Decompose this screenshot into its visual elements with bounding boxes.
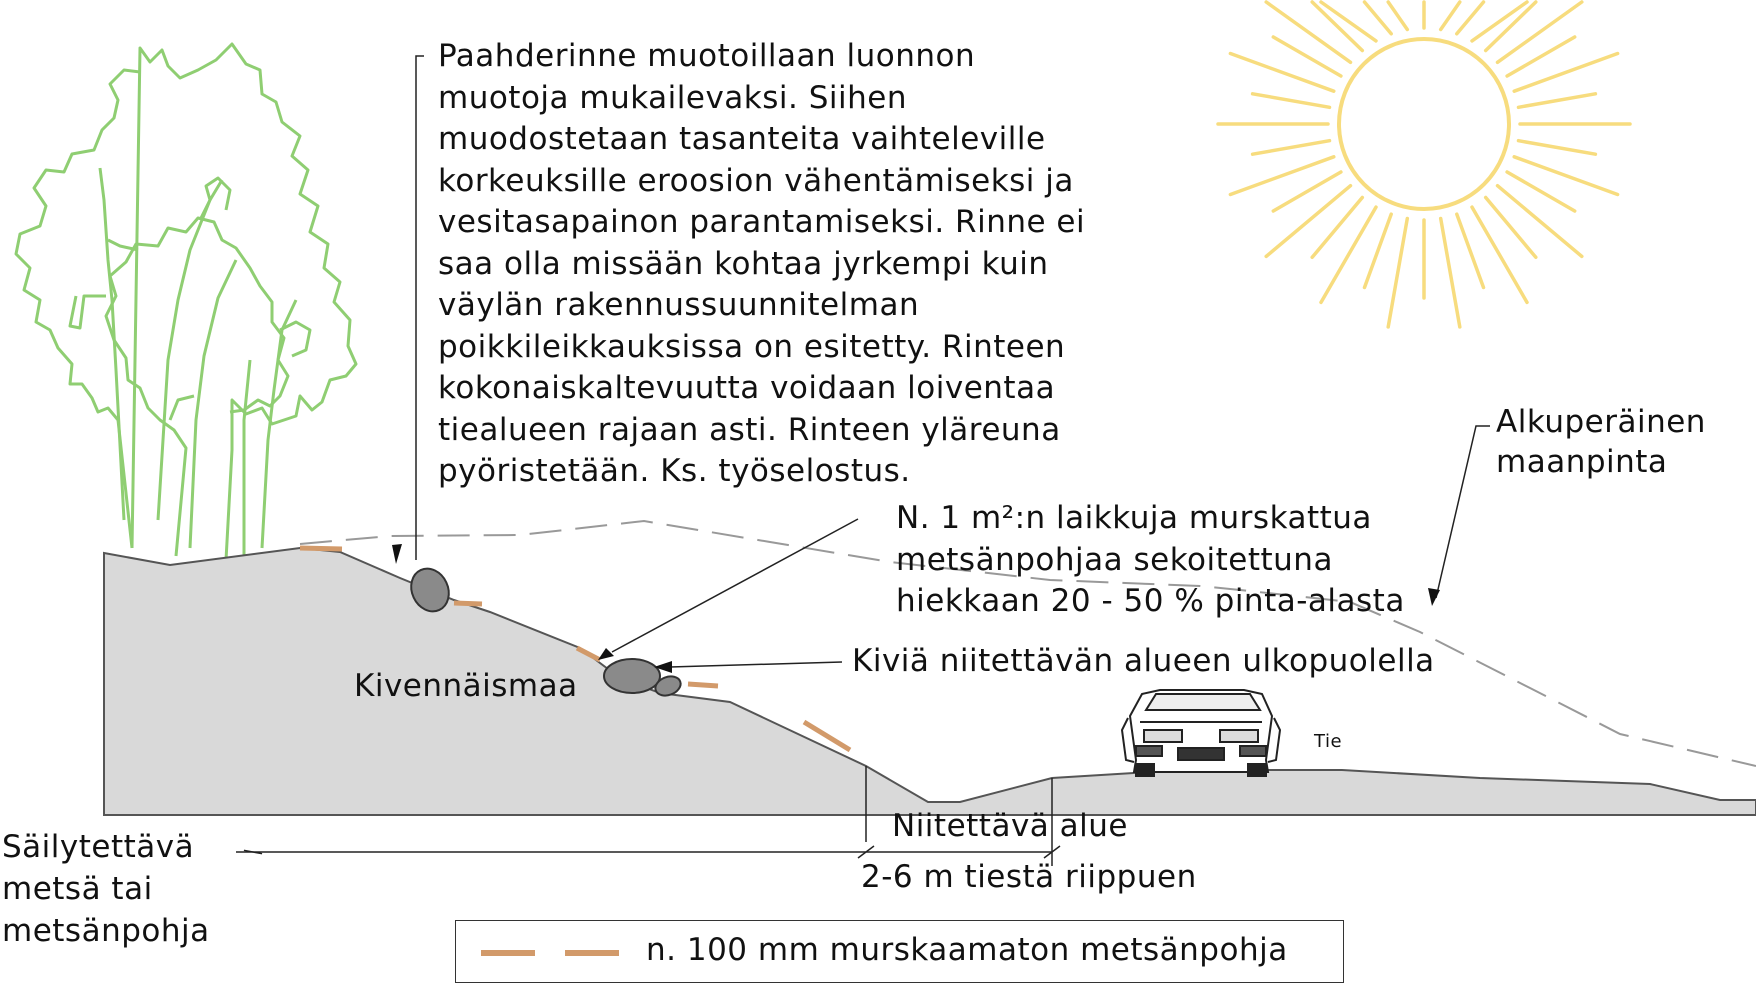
car-icon <box>1120 689 1282 777</box>
sun-ray <box>1438 0 1462 32</box>
mown-area-label: Niitettävä alue <box>892 808 1128 844</box>
mineral-soil-label: Kivennäismaa <box>354 668 578 704</box>
sun-ray <box>1495 183 1584 259</box>
sun-ray <box>1512 51 1620 93</box>
sun-ray <box>1386 216 1410 329</box>
sun-ray <box>1455 212 1486 290</box>
sun-ray <box>1362 0 1393 36</box>
sun-ray <box>1512 155 1620 197</box>
legend: n. 100 mm murskaamaton metsänpohja <box>455 920 1344 983</box>
stones-label: Kiviä niitettävän alueen ulkopuolella <box>852 643 1435 679</box>
sun-ray <box>1310 0 1365 53</box>
legend-label: n. 100 mm murskaamaton metsänpohja <box>646 932 1288 968</box>
sun-icon <box>1216 0 1632 329</box>
forest-floor-strips <box>299 545 852 753</box>
sun-ray <box>1310 195 1365 260</box>
road-label: Tie <box>1314 731 1343 752</box>
sun-ray <box>1455 0 1486 36</box>
leader-lines <box>415 55 1490 668</box>
forest-trees-icon <box>14 42 358 561</box>
preserved-forest-label: Säilytettävä metsä tai metsänpohja <box>2 829 210 949</box>
sun-ray <box>1250 92 1332 110</box>
sun-ray <box>1228 51 1336 93</box>
sun-ray <box>1250 138 1332 156</box>
sun-ray <box>1483 195 1538 260</box>
sun-ray <box>1516 138 1598 156</box>
mown-width-label: 2-6 m tiestä riippuen <box>861 859 1197 895</box>
sun-ray <box>1470 205 1529 305</box>
sun-ray <box>1438 216 1462 329</box>
arrowheads <box>392 544 1440 673</box>
dimension-lines <box>236 766 1061 866</box>
sun-ray <box>1264 0 1353 65</box>
sun-ray <box>1319 205 1378 305</box>
legend-dash-swatch <box>565 950 619 956</box>
legend-dash-swatch <box>481 950 535 956</box>
sun-ray <box>1470 0 1529 43</box>
sun-ray <box>1228 155 1336 197</box>
original-ground-label: Alkuperäinen maanpinta <box>1496 404 1706 480</box>
slope-description-note: Paahderinne muotoillaan luonnon muotoja … <box>438 38 1086 489</box>
original-ground-line <box>299 519 1756 767</box>
sun-ray <box>1386 0 1410 32</box>
sun-ray <box>1264 183 1353 259</box>
sun-ray <box>1483 0 1538 53</box>
sun-ray <box>1505 35 1577 78</box>
stones-icon <box>410 567 682 697</box>
sun-ray <box>1362 212 1393 290</box>
sun-ray <box>1505 170 1577 213</box>
sun-ray <box>1495 0 1584 65</box>
sun-ray <box>1319 0 1378 43</box>
crushed-patches-note: N. 1 m²:n laikkuja murskattua metsänpohj… <box>896 500 1405 619</box>
sun-ray <box>1516 92 1598 110</box>
sun-ray <box>1271 35 1343 78</box>
ground-profile <box>103 546 1756 816</box>
sun-ray <box>1271 170 1343 213</box>
